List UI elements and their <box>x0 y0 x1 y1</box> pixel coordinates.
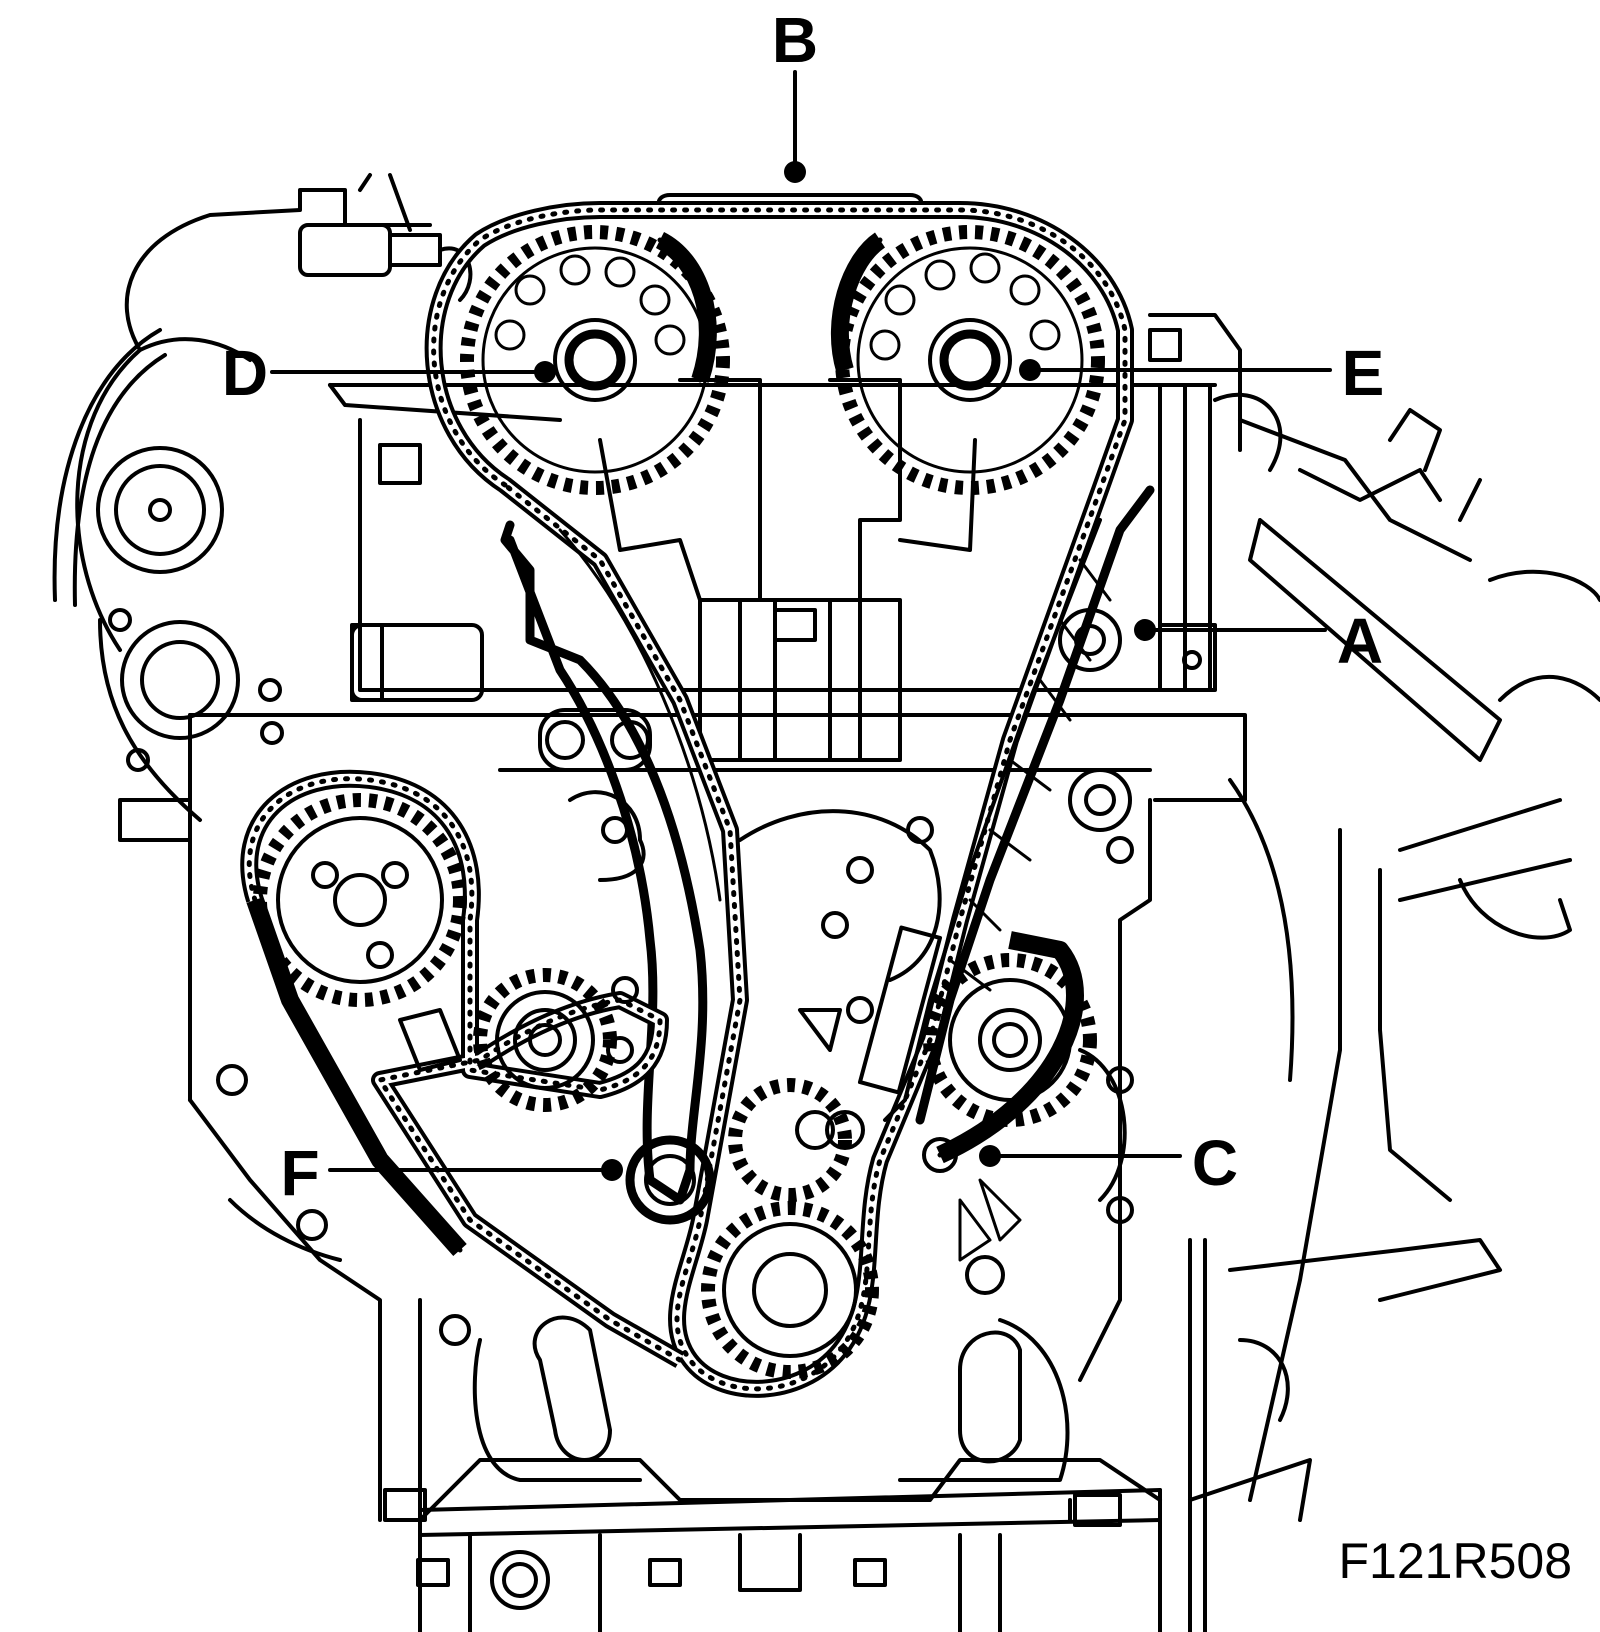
intake-camshaft-sprocket <box>460 225 730 495</box>
exhaust-camshaft-sprocket <box>835 225 1105 495</box>
left-tensioner-rail <box>500 520 722 1205</box>
callout-b-label: B <box>772 4 818 76</box>
callout-c-label: C <box>1192 1127 1238 1199</box>
crankshaft-sprocket <box>701 996 879 1379</box>
engine-housing <box>52 173 1600 1632</box>
figure-id: F121R508 <box>1339 1533 1573 1589</box>
balance-shaft-chain <box>240 769 685 1368</box>
balance-shaft-sprocket <box>253 793 467 1007</box>
tensioner-f <box>625 1135 715 1225</box>
callout-e-label: E <box>1342 337 1385 409</box>
idler-sprocket <box>398 968 639 1112</box>
center-hub <box>568 790 942 982</box>
callout-f-label: F <box>280 1137 319 1209</box>
callout-d-label: D <box>222 337 268 409</box>
upper-timing-chain <box>424 201 1134 1398</box>
callout-leaders <box>270 70 1332 1181</box>
right-fixed-guide <box>857 485 1155 1125</box>
callout-a-label: A <box>1337 605 1383 677</box>
right-balance-sprocket <box>922 768 1132 1295</box>
